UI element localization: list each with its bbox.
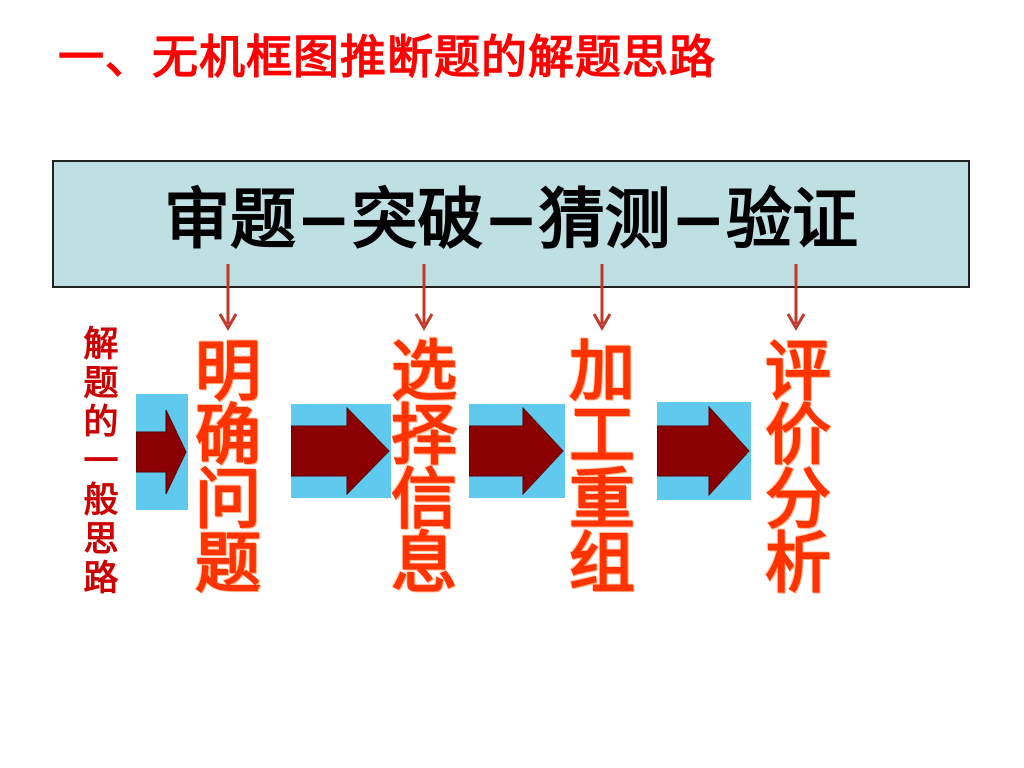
step-char: 分 xyxy=(765,461,831,538)
step-char: 题 xyxy=(195,525,261,602)
step-char: 评 xyxy=(765,333,831,410)
step-char: 组 xyxy=(569,525,635,602)
step-define-problem: 明 确 问 题 xyxy=(192,333,264,602)
slide-title: 一、无机框图推断题的解题思路 xyxy=(58,30,716,84)
general-approach-label: 解 题 的 一 般 思 路 xyxy=(82,326,120,599)
side-label-char: 思 xyxy=(83,520,119,560)
step-char: 工 xyxy=(569,397,635,474)
right-arrow-icon xyxy=(657,405,750,497)
step-process-reorganize: 加 工 重 组 xyxy=(566,333,638,602)
down-arrow-icon xyxy=(414,264,434,332)
flow-arrow-1 xyxy=(136,394,188,510)
step-char: 选 xyxy=(391,333,457,410)
step-char: 明 xyxy=(195,333,261,410)
flow-arrow-2 xyxy=(291,404,391,498)
step-char: 加 xyxy=(569,333,635,410)
down-arrow-icon xyxy=(592,264,612,332)
method-banner-text: 审题−突破−猜测−验证 xyxy=(164,181,858,258)
down-arrow-icon xyxy=(218,264,238,332)
step-char: 问 xyxy=(195,461,261,538)
right-arrow-icon xyxy=(136,409,187,495)
flow-arrow-4 xyxy=(657,402,751,500)
flow-arrow-3 xyxy=(469,404,565,498)
side-label-char: 一 xyxy=(83,442,119,482)
side-label-char: 般 xyxy=(83,481,119,521)
right-arrow-icon xyxy=(291,406,390,496)
step-char: 价 xyxy=(765,397,831,474)
step-char: 确 xyxy=(195,397,261,474)
side-label-char: 的 xyxy=(83,403,119,443)
right-arrow-icon xyxy=(469,406,564,496)
down-arrow-icon xyxy=(786,264,806,332)
step-evaluate-analyze: 评 价 分 析 xyxy=(762,333,834,602)
side-label-char: 解 xyxy=(83,325,119,365)
step-char: 信 xyxy=(391,461,457,538)
step-char: 息 xyxy=(391,525,457,602)
method-banner: 审题−突破−猜测−验证 xyxy=(52,160,970,288)
step-char: 择 xyxy=(391,397,457,474)
side-label-char: 路 xyxy=(83,559,119,599)
side-label-char: 题 xyxy=(83,364,119,404)
step-select-information: 选 择 信 息 xyxy=(388,333,460,602)
step-char: 重 xyxy=(569,461,635,538)
step-char: 析 xyxy=(765,525,831,602)
